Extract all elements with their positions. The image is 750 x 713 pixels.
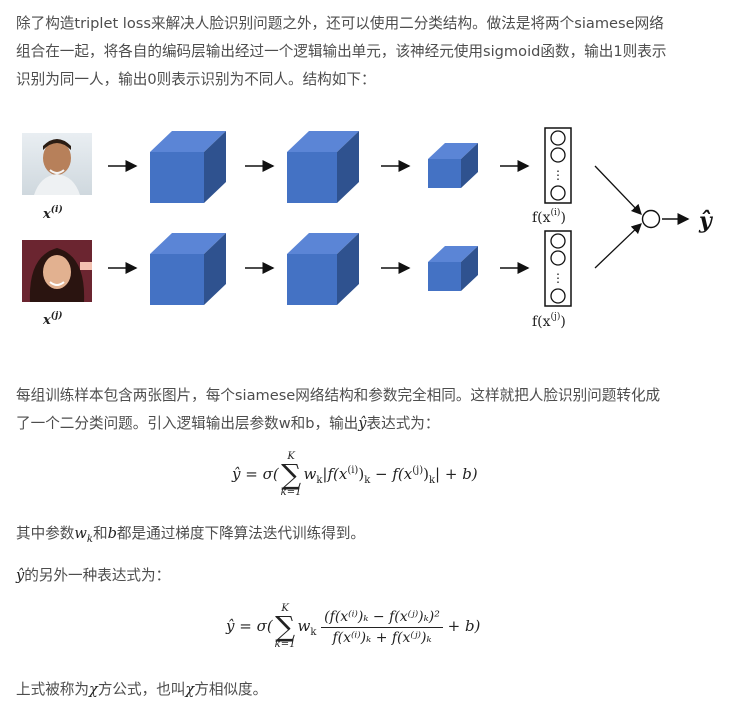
paragraph-2: 每组训练样本包含两张图片，每个siamese网络结构和参数完全相同。这样就把人脸… xyxy=(16,382,734,438)
face-photo-woman xyxy=(22,240,92,302)
intro-line-3: 识别为同一人，输出0则表示识别为不同人。结构如下： xyxy=(16,71,376,88)
intro-paragraph: 除了构造triplet loss来解决人脸识别问题之外，还可以使用二分类结构。做… xyxy=(16,10,734,94)
input-top-label: x(i) xyxy=(42,204,63,222)
cube-top-2 xyxy=(287,131,359,203)
para2-line-2: 了一个二分类问题。引入逻辑输出层参数w和b，输出ŷ表达式为： xyxy=(16,415,440,432)
cube-bottom-1 xyxy=(150,233,226,305)
paragraph-5: 上式被称为χ方公式，也叫χ方相似度。 xyxy=(16,681,268,698)
cube-bottom-3 xyxy=(428,246,478,291)
encoding-bottom-label: f(x(j)) xyxy=(532,311,566,330)
output-label: ŷ xyxy=(698,208,714,234)
paragraph-3: 其中参数wk和b都是通过梯度下降算法迭代训练得到。 xyxy=(16,525,366,545)
converge-line-bottom xyxy=(594,223,642,269)
siamese-binary-classification-diagram: x(i) x(j) xyxy=(22,127,714,330)
intro-line-2: 组合在一起，将各自的编码层输出经过一个逻辑输出单元，该神经元使用sigmoid函… xyxy=(16,43,667,60)
encoding-vector-bottom: ⋮ xyxy=(544,230,572,307)
encoding-top-label: f(x(i)) xyxy=(532,207,566,226)
converge-line-top xyxy=(594,165,642,215)
para2-line-1: 每组训练样本包含两张图片，每个siamese网络结构和参数完全相同。这样就把人脸… xyxy=(16,387,661,404)
face-photo-man xyxy=(22,133,92,195)
encoding-vector-top: ⋮ xyxy=(544,127,572,204)
svg-text:⋮: ⋮ xyxy=(552,168,564,182)
input-bottom-label: x(j) xyxy=(42,310,63,328)
cube-bottom-2 xyxy=(287,233,359,305)
svg-text:⋮: ⋮ xyxy=(552,271,564,285)
cube-top-3 xyxy=(428,143,478,188)
intro-line-1: 除了构造triplet loss来解决人脸识别问题之外，还可以使用二分类结构。做… xyxy=(16,15,664,32)
paragraph-4: ŷ的另外一种表达式为： xyxy=(16,567,171,584)
logistic-unit-node xyxy=(641,209,661,229)
cube-top-1 xyxy=(150,131,226,203)
